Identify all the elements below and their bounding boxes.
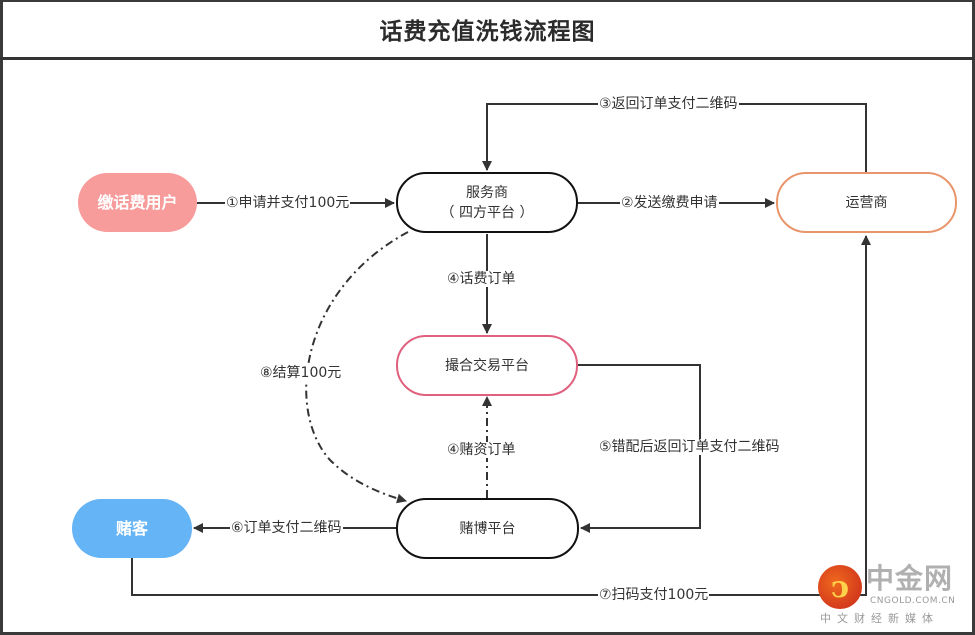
node-matching-platform[interactable]: 撮合交易平台 <box>396 335 578 396</box>
edge-e8 <box>305 231 409 504</box>
watermark-url: CNGOLD.COM.CN <box>870 596 956 606</box>
node-user[interactable]: 缴话费用户 <box>78 173 197 232</box>
node-provider[interactable]: 服务商 （ 四方平台 ） <box>396 172 578 233</box>
edge-label-e2: ②发送缴费申请 <box>620 195 719 211</box>
edge-label-e1: ①申请并支付100元 <box>225 195 351 211</box>
edge-e3 <box>482 103 867 172</box>
edge-label-e4a: ④话费订单 <box>446 271 517 287</box>
edge-e7 <box>131 235 871 596</box>
watermark-slogan: 中文财经新媒体 <box>820 612 939 625</box>
node-gambling-platform-label: 赌博平台 <box>459 520 516 537</box>
node-provider-label: 服务商 <box>466 184 508 201</box>
watermark-logo: ↄ 中金网 CNGOLD.COM.CN 中文财经新媒体 <box>818 563 968 627</box>
edge-label-e8: ⑧结算100元 <box>259 365 343 381</box>
node-provider-sublabel: （ 四方平台 ） <box>440 204 534 221</box>
edge-label-e5: ⑤错配后返回订单支付二维码 <box>598 439 781 455</box>
node-matching-platform-label: 撮合交易平台 <box>445 357 529 374</box>
diagram-title: 话费充值洗钱流程图 <box>379 18 596 45</box>
node-gambling-platform[interactable]: 赌博平台 <box>396 498 579 559</box>
node-gambler[interactable]: 赌客 <box>72 499 192 558</box>
logo-emblem-icon: ↄ <box>818 565 862 609</box>
edge-label-e6: ⑥订单支付二维码 <box>230 520 343 536</box>
edge-label-e3: ③返回订单支付二维码 <box>598 96 739 112</box>
node-user-label: 缴话费用户 <box>97 192 178 212</box>
edge-label-e7: ⑦扫码支付100元 <box>598 587 710 603</box>
title-bar: 话费充值洗钱流程图 <box>0 0 975 60</box>
node-operator[interactable]: 运营商 <box>776 172 957 233</box>
edge-label-e4b: ④赌资订单 <box>446 442 517 458</box>
node-gambler-label: 赌客 <box>115 518 148 538</box>
node-operator-label: 运营商 <box>845 194 888 211</box>
watermark-name: 中金网 <box>866 562 954 595</box>
